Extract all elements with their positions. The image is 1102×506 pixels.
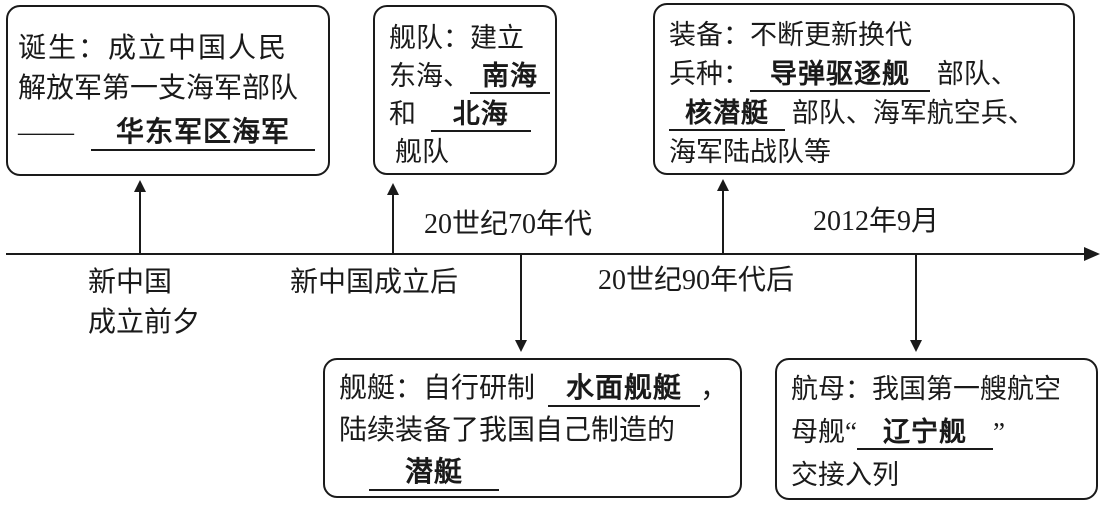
label-1970s: 20世纪70年代 bbox=[424, 209, 593, 240]
fleet-line4: 舰队 bbox=[395, 137, 449, 167]
label-pre-founding-line2: 成立前夕 bbox=[88, 307, 201, 338]
down-arrowhead-icon bbox=[515, 340, 527, 352]
birth-line1: 诞生：成立中国人民 bbox=[18, 33, 289, 64]
equipment-branch-label: 兵种： bbox=[669, 59, 750, 89]
fleet-east-sea: 东海、 bbox=[389, 61, 470, 91]
blank-huadong-navy: 华东军区海军 bbox=[91, 117, 315, 152]
axis-right-arrowhead-icon bbox=[1084, 247, 1100, 261]
timeline-axis bbox=[6, 253, 1086, 255]
blank-south-sea: 南海 bbox=[470, 61, 550, 95]
carrier-line2-suffix: ” bbox=[992, 417, 1005, 447]
connector-line bbox=[392, 192, 394, 253]
connector-line bbox=[520, 255, 522, 342]
vessel-line2: 陆续装备了我国自己制造的 bbox=[339, 415, 676, 446]
equipment-troops2: 部队、海军航空兵、 bbox=[791, 98, 1035, 128]
blank-submarine: 潜艇 bbox=[369, 457, 500, 492]
box-vessels: 舰艇：自行研制 水面舰艇， 陆续装备了我国自己制造的 潜艇 bbox=[323, 358, 742, 498]
blank-north-sea: 北海 bbox=[430, 99, 531, 133]
label-pre-founding-line1: 新中国 bbox=[88, 267, 173, 298]
up-arrowhead-icon bbox=[134, 180, 146, 192]
connector-line bbox=[915, 255, 917, 342]
birth-dash: —— bbox=[18, 117, 74, 148]
carrier-line2-prefix: 母舰“ bbox=[791, 417, 857, 447]
box-fleets: 舰队：建立 东海、南海 和 北海 舰队 bbox=[373, 5, 557, 175]
blank-nuclear-submarine: 核潜艇 bbox=[669, 98, 785, 132]
equipment-line4: 海军陆战队等 bbox=[669, 137, 831, 167]
up-arrowhead-icon bbox=[387, 183, 399, 195]
birth-line2: 解放军第一支海军部队 bbox=[18, 73, 299, 104]
blank-missile-destroyer: 导弹驱逐舰 bbox=[750, 59, 930, 93]
vessel-comma: ， bbox=[700, 373, 729, 404]
box-navy-birth: 诞生：成立中国人民 解放军第一支海军部队 —— 华东军区海军 bbox=[6, 5, 330, 176]
vessel-line1-prefix: 舰艇：自行研制 bbox=[339, 373, 536, 404]
carrier-line3: 交接入列 bbox=[791, 460, 899, 490]
up-arrowhead-icon bbox=[717, 179, 729, 191]
blank-liaoning-ship: 辽宁舰 bbox=[856, 417, 993, 451]
carrier-line1: 航母：我国第一艘航空 bbox=[791, 374, 1061, 404]
box-carrier: 航母：我国第一艘航空 母舰“辽宁舰” 交接入列 bbox=[775, 358, 1098, 500]
label-2012: 2012年9月 bbox=[813, 206, 940, 237]
down-arrowhead-icon bbox=[910, 340, 922, 352]
blank-surface-vessels: 水面舰艇 bbox=[548, 373, 701, 408]
fleet-and: 和 bbox=[389, 99, 416, 129]
equipment-troops1: 部队、 bbox=[936, 59, 1018, 89]
box-equipment: 装备：不断更新换代 兵种：导弹驱逐舰 部队、 核潜艇 部队、海军航空兵、 海军陆… bbox=[653, 3, 1075, 175]
fleet-line1: 舰队：建立 bbox=[389, 23, 524, 53]
label-pre-founding: 新中国 成立前夕 bbox=[88, 263, 200, 343]
label-after-founding: 新中国成立后 bbox=[290, 267, 459, 298]
connector-line bbox=[722, 188, 724, 253]
label-1990s: 20世纪90年代后 bbox=[598, 265, 795, 296]
connector-line bbox=[139, 189, 141, 253]
equipment-line1: 装备：不断更新换代 bbox=[669, 20, 912, 50]
